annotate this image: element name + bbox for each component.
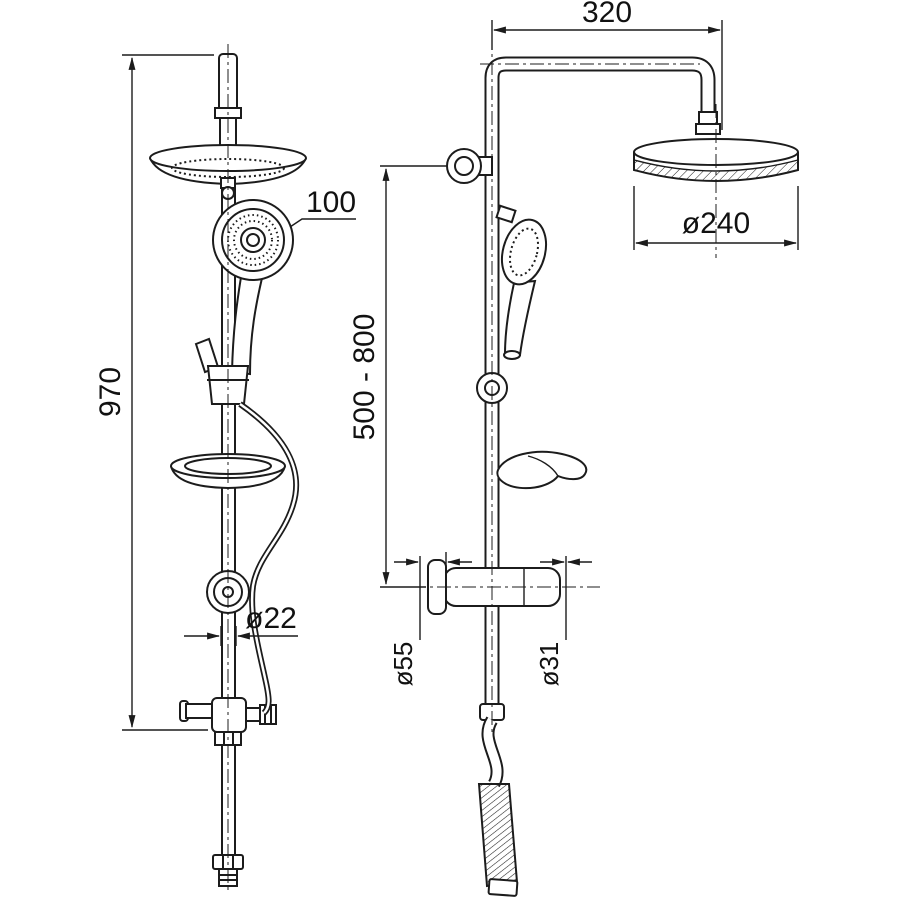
dim-22-label: ø22 [245, 602, 297, 635]
side-view: 320 ø240 500 - 800 ø55 [348, 0, 799, 897]
side-centerlines [412, 36, 717, 732]
front-view: 970 100 ø22 [94, 44, 356, 894]
dim-100-label: 100 [306, 186, 356, 219]
dim-320-label: 320 [582, 0, 632, 29]
hand-shower-side [495, 204, 548, 360]
dim-970-label: 970 [94, 367, 127, 417]
shower-hose-side [477, 703, 519, 897]
hand-shower-front [212, 199, 294, 376]
dim-500-800-label: 500 - 800 [348, 314, 381, 441]
dim-arm-320: 320 [491, 0, 723, 130]
dim-31-label: ø31 [534, 642, 564, 687]
dim-pipe-22: ø22 [184, 602, 298, 646]
wall-bracket-side [446, 148, 493, 184]
dim-head-240: ø240 [633, 186, 799, 250]
dim-height-500-800: 500 - 800 [348, 165, 447, 588]
dim-stem-31: ø31 [534, 556, 592, 686]
soap-dish-side [496, 450, 588, 490]
dim-55-label: ø55 [388, 642, 418, 687]
dim-height-970: 970 [94, 54, 214, 731]
hose-corrugation [477, 783, 519, 888]
shower-hose-front [238, 401, 300, 716]
dim-240-label: ø240 [682, 207, 750, 240]
dim-hand-shower-100: 100 [289, 186, 356, 228]
dim-flange-55: ø55 [388, 552, 472, 686]
